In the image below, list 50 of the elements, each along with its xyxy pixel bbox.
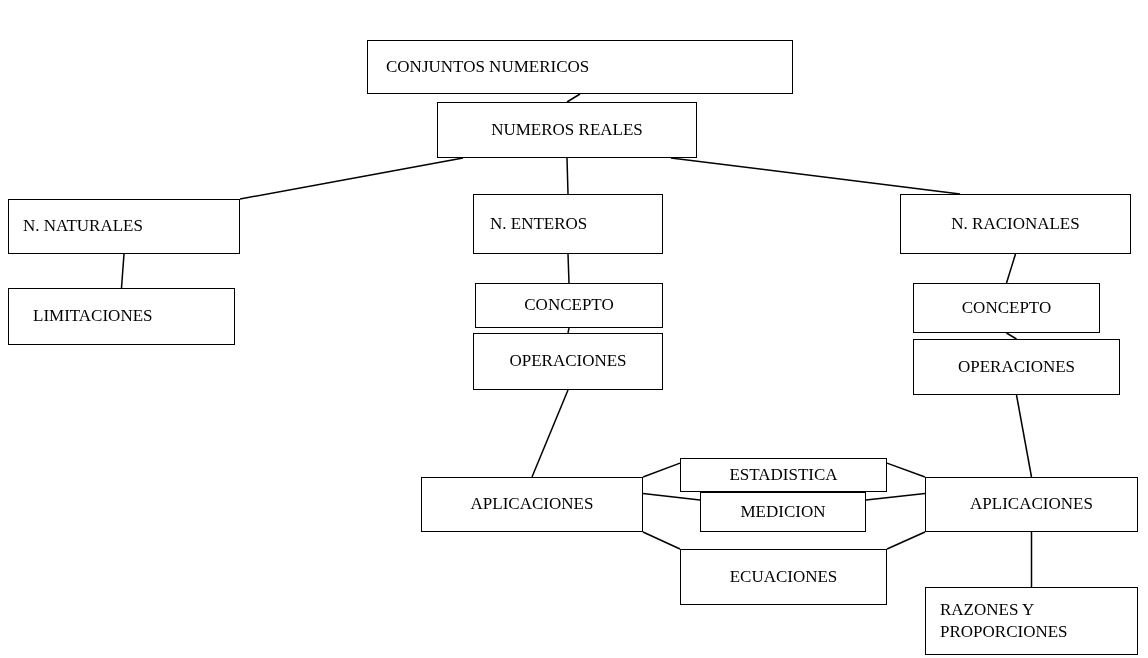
concept-box (913, 339, 1120, 395)
connector-line (670, 157, 961, 195)
box-label: N. NATURALES (23, 215, 143, 238)
box-label: CONCEPTO (524, 294, 614, 317)
connector-line (531, 389, 569, 478)
connector-line (1015, 394, 1033, 478)
box-label: ESTADISTICA (729, 463, 838, 486)
box-label: LIMITACIONES (33, 305, 153, 328)
connector-line (865, 492, 926, 501)
box-label: OPERACIONES (957, 355, 1076, 378)
connector-line (567, 327, 570, 334)
connector-line (886, 531, 926, 550)
connector-line (120, 253, 125, 289)
connector-line (239, 157, 464, 200)
box-label: MEDICION (740, 500, 826, 523)
concept-box (475, 283, 663, 328)
concept-box (680, 549, 887, 605)
concept-box (367, 40, 793, 94)
connector-line (642, 492, 701, 501)
box-label: OPERACIONES (509, 350, 627, 373)
concept-box (473, 194, 663, 254)
box-label: NUMEROS REALES (491, 118, 643, 141)
connector-line (642, 462, 681, 478)
box-label: APLICACIONES (470, 493, 594, 516)
concept-box (913, 283, 1100, 333)
connector-line (642, 531, 681, 550)
box-label: RAZONES Y PROPORCIONES (940, 598, 1069, 643)
concept-box (900, 194, 1131, 254)
box-label: ECUACIONES (729, 565, 838, 588)
connector-line (566, 157, 569, 195)
concept-box (925, 477, 1138, 532)
connector-line (566, 93, 581, 103)
connector-line (1005, 332, 1018, 340)
connector-line (1030, 531, 1033, 588)
concept-box (8, 288, 235, 345)
concept-box (437, 102, 697, 158)
connector-line (567, 253, 570, 284)
concept-box (473, 333, 663, 390)
concept-box (925, 587, 1138, 655)
connector-line (886, 462, 926, 478)
connector-line (1005, 253, 1017, 284)
box-label: APLICACIONES (970, 493, 1093, 516)
concept-box (680, 458, 887, 492)
concept-box (700, 492, 866, 532)
concept-box (8, 199, 240, 254)
box-label: N. RACIONALES (951, 212, 1080, 235)
box-label: N. ENTEROS (490, 212, 588, 235)
box-label: CONJUNTOS NUMERICOS (386, 55, 590, 78)
concept-box (421, 477, 643, 532)
box-label: CONCEPTO (961, 296, 1052, 319)
